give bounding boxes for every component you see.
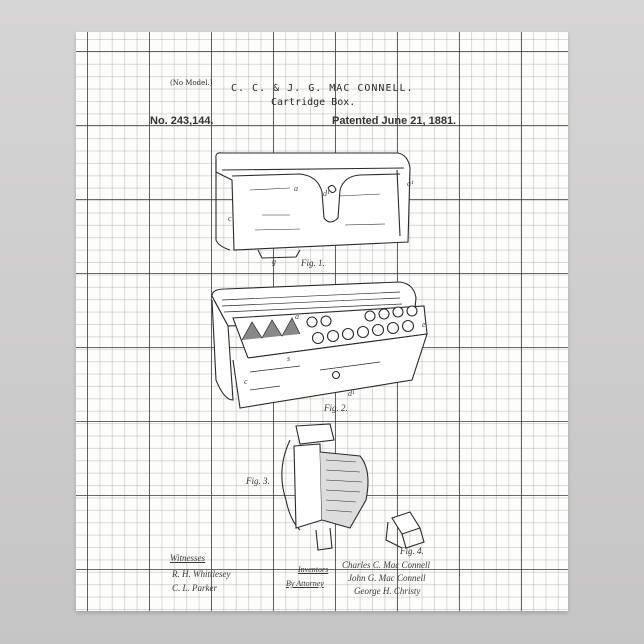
- fig-3-label: Fig. 3.: [246, 476, 270, 486]
- fig-1-closed-box-drawing: [215, 152, 411, 259]
- label-a-fig1: a: [294, 184, 298, 193]
- subject-title: Cartridge Box.: [271, 97, 356, 108]
- inventors-title: C. C. & J. G. MAC CONNELL.: [231, 83, 414, 94]
- inventor-1-signature: Charles C. Mac Connell: [342, 560, 430, 570]
- patent-number: No. 243,144.: [150, 115, 214, 127]
- witnesses-label: Witnesses: [170, 553, 205, 563]
- label-a1-fig1: a¹: [407, 179, 414, 188]
- label-e-fig2: e: [422, 320, 426, 329]
- attorney-label: By Attorney: [286, 579, 324, 588]
- attorney-signature: George H. Christy: [354, 586, 421, 596]
- fig-4-label: Fig. 4.: [400, 546, 424, 556]
- label-d1-fig1: d¹: [323, 189, 330, 198]
- label-c-fig1: c: [228, 214, 232, 223]
- fig-2-label: Fig. 2.: [324, 403, 348, 413]
- witness-1-signature: R. H. Whittlesey: [172, 569, 231, 579]
- fig-1-label: Fig. 1.: [301, 258, 325, 268]
- label-d-fig2: d¹: [348, 389, 355, 398]
- fig-4-detail-drawing: [385, 511, 425, 549]
- label-g-fig1: g: [272, 257, 276, 266]
- label-s-fig2: s: [287, 354, 291, 363]
- fig-3-side-drawing: [281, 423, 369, 551]
- inventor-2-signature: John G. Mac Connell: [348, 573, 426, 583]
- label-c-fig2: c: [244, 377, 248, 386]
- label-a-fig2: a: [295, 312, 299, 321]
- fig-2-open-box-drawing: [211, 281, 428, 409]
- inventors-label: Inventors: [298, 565, 329, 574]
- no-model-note: (No Model.): [170, 79, 213, 87]
- witness-2-signature: C. L. Parker: [172, 583, 217, 593]
- patent-date: Patented June 21, 1881.: [332, 115, 457, 127]
